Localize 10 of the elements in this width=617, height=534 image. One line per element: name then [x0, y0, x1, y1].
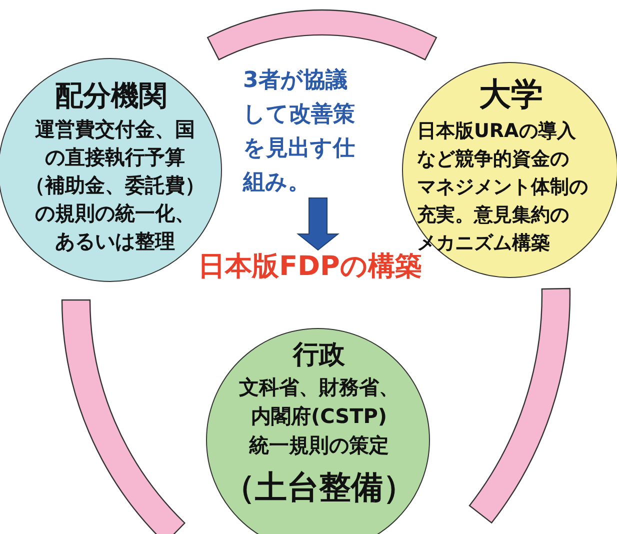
circle-title: 配分機関: [54, 79, 168, 113]
circle-body: 文科省、財務省、内閣府(CSTP)統一規則の策定: [238, 374, 400, 459]
discussion-text: 3者が協議して改善策を見出す仕組み。: [243, 67, 356, 197]
arc-band: [207, 9, 437, 60]
block-arrow: [296, 198, 340, 251]
arc-band: [468, 288, 570, 524]
circle-note: （土台整備）: [222, 467, 416, 507]
circle-title: 行政: [292, 339, 346, 371]
circle-title: 大学: [478, 75, 544, 113]
arc-band: [61, 299, 186, 534]
